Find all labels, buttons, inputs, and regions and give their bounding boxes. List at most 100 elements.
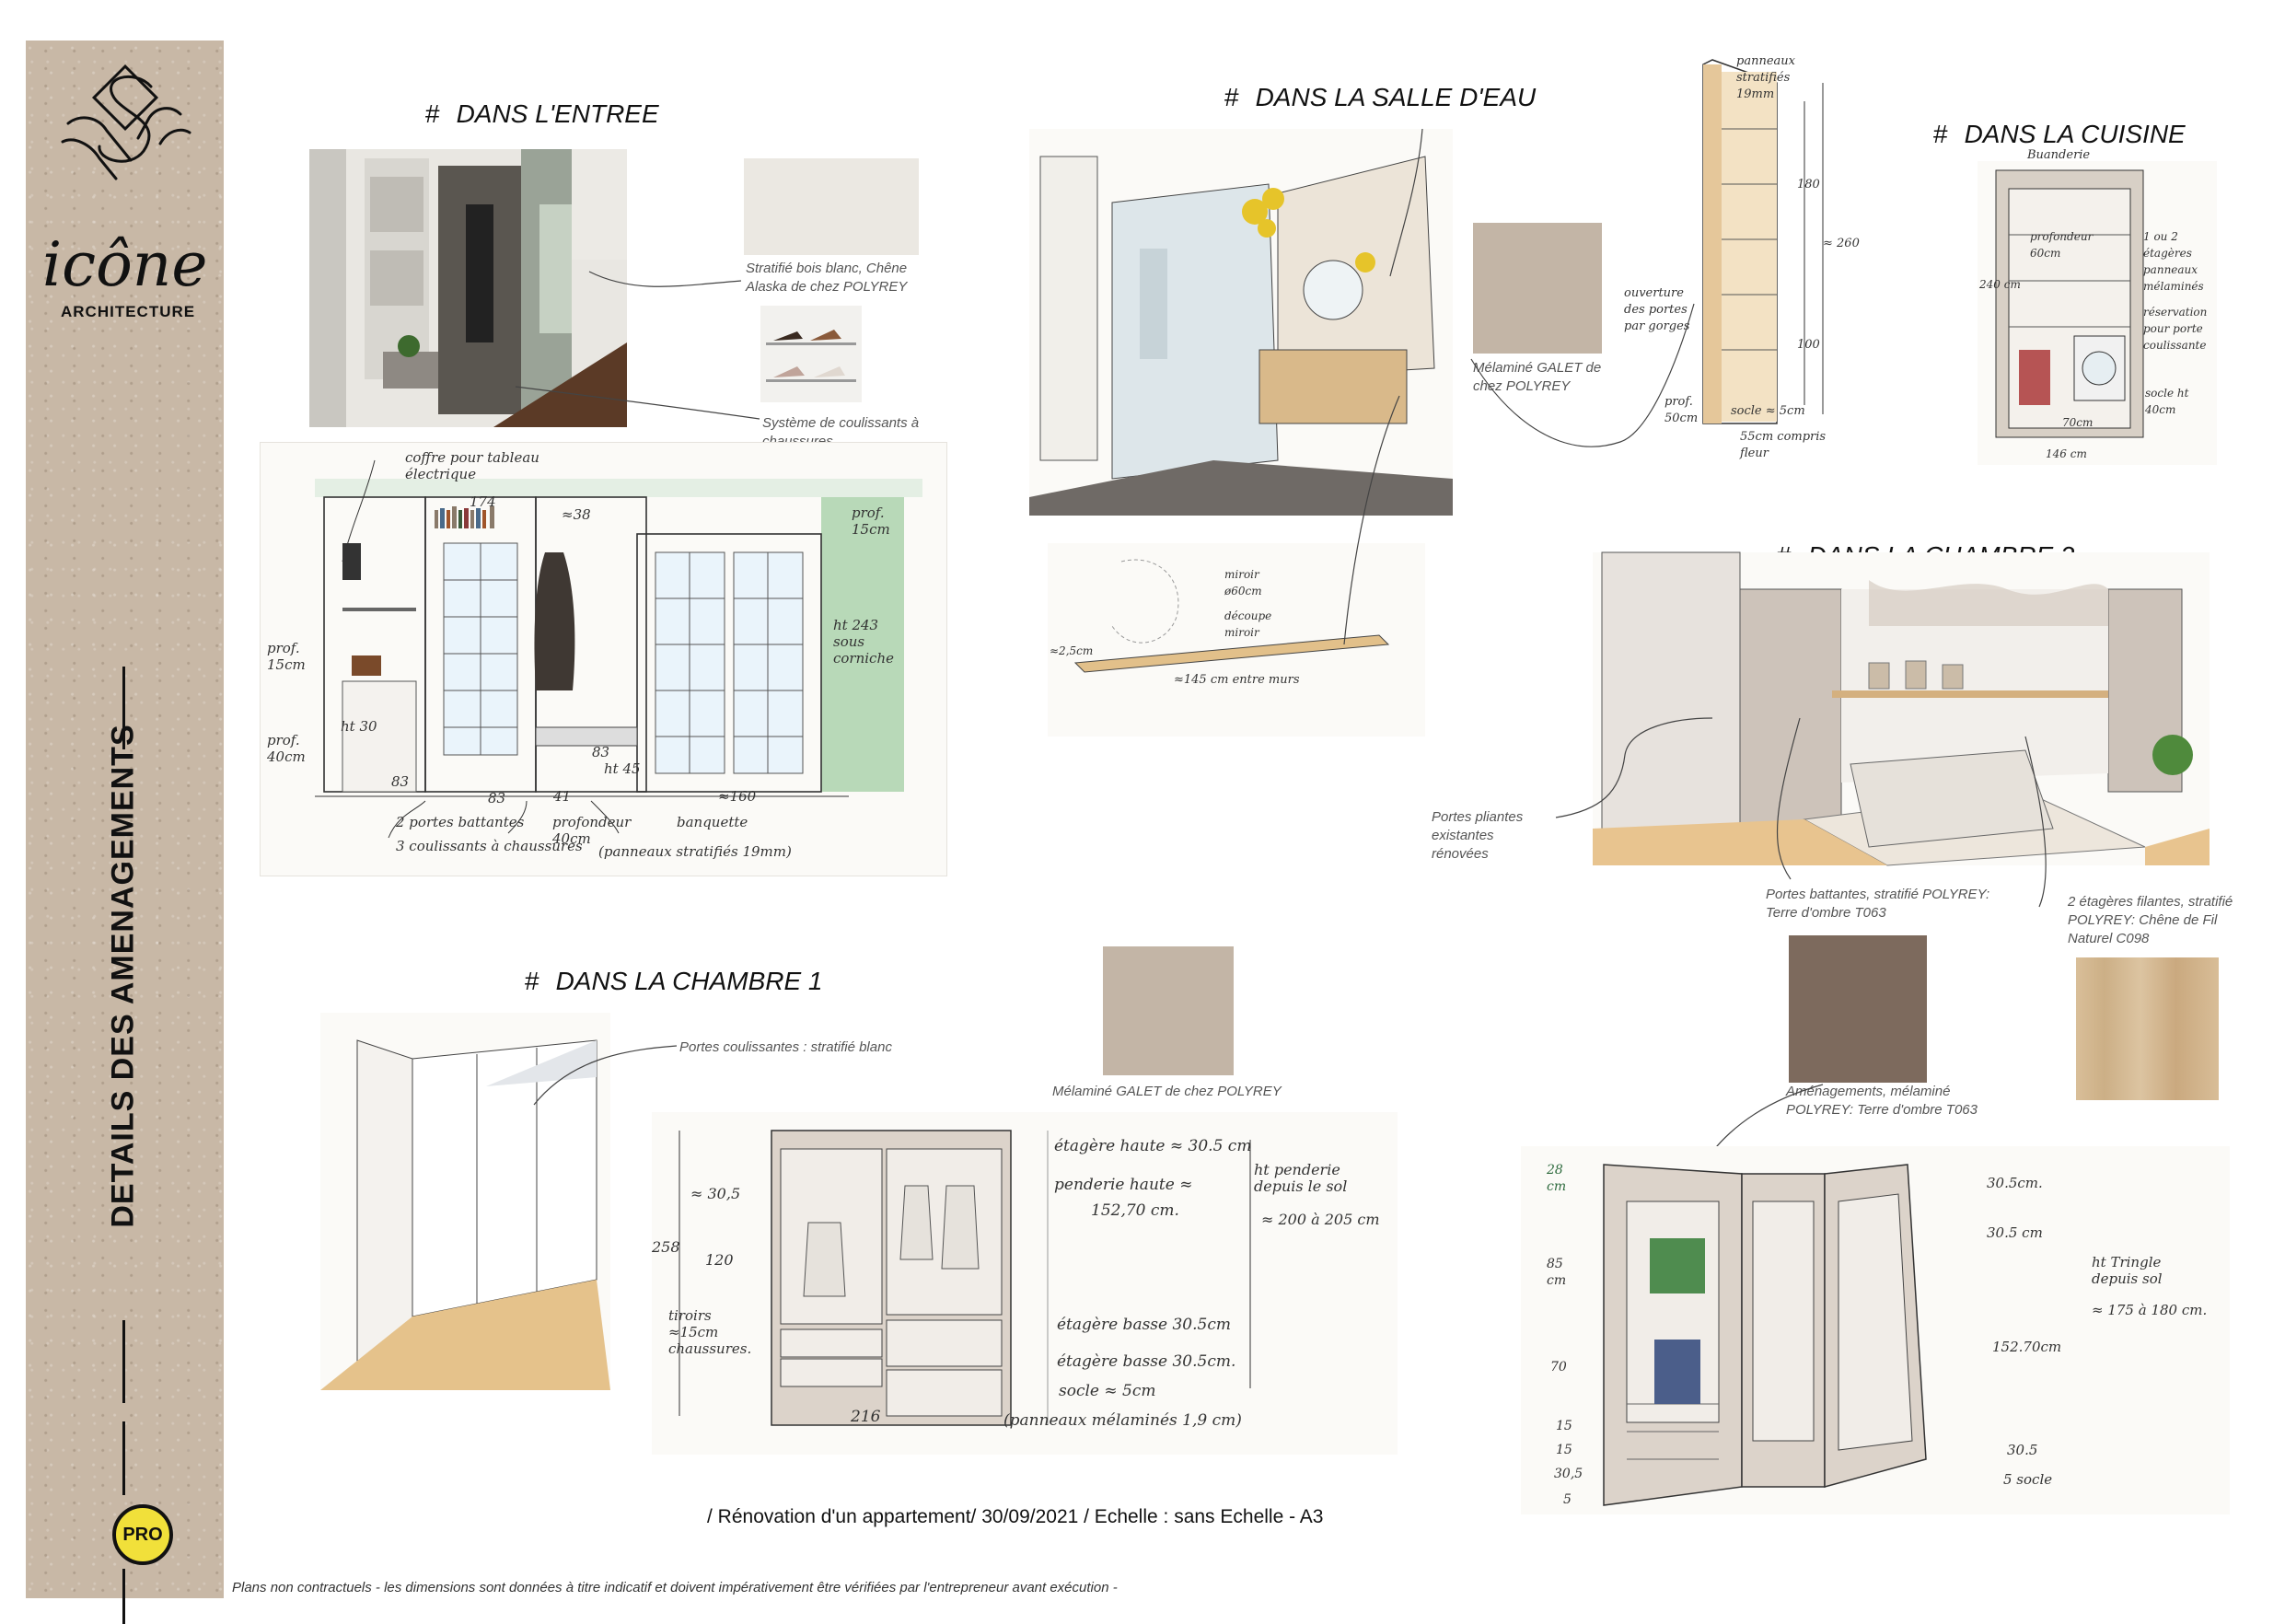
hw-c2-d152: 152.70cm xyxy=(1992,1339,2062,1355)
hw-d100: 100 xyxy=(1797,338,1820,352)
hw-55cm: 55cm compris fleur xyxy=(1740,430,1827,460)
hw-c1-etagere-basse2: étagère basse 30.5cm. xyxy=(1057,1352,1236,1371)
salle-eau-shelf-drawing xyxy=(1048,543,1425,737)
caption-salle-eau-melamine: Mélaminé GALET de chez POLYREY xyxy=(1473,360,1602,394)
hw-profondeur: profondeur 40cm xyxy=(552,814,632,847)
sidebar-divider-bottom xyxy=(122,1320,125,1403)
hw-d2: ≈2,5cm xyxy=(1050,644,1094,657)
hw-c2-d30a: 30,5 xyxy=(1554,1467,1583,1481)
hw-c1-tiroirs: tiroirs ≈15cm chaussures. xyxy=(668,1307,752,1357)
hw-coulissants: 3 coulissants à chaussures xyxy=(396,838,583,854)
hw-ht30: ht 30 xyxy=(341,718,377,735)
hw-c2-tringle: ht Tringle depuis sol xyxy=(2092,1254,2163,1287)
section-heading-entree: #DANS L'ENTREE xyxy=(425,99,659,128)
hw-c1-ht-penderie: ht penderie depuis le sol xyxy=(1254,1161,1348,1195)
caption-chambre2-etageres: 2 étagères filantes, stratifié POLYREY: … xyxy=(2068,894,2233,946)
caption-chambre2-amenagements: Aménagements, mélaminé POLYREY: Terre d'… xyxy=(1786,1084,1978,1118)
hw-d180: 180 xyxy=(1797,178,1820,191)
swatch-terre-ombre xyxy=(1789,935,1927,1083)
sidebar-divider-top xyxy=(122,667,125,749)
hw-cuisine-d70: 70cm xyxy=(2062,416,2094,429)
cuisine-buanderie-drawing xyxy=(1978,161,2217,465)
hw-c1-socle: socle ≈ 5cm xyxy=(1059,1382,1156,1400)
hw-ht243: ht 243 sous corniche xyxy=(833,617,894,667)
hw-c1-penderie-haute: penderie haute ≈ xyxy=(1054,1176,1193,1194)
section-heading-cuisine: #DANS LA CUISINE xyxy=(1933,120,2186,148)
hw-panneaux: (panneaux stratifiés 19mm) xyxy=(598,843,792,860)
chambre2-render-image xyxy=(1593,551,2210,866)
hw-c2-socle: 5 socle xyxy=(2003,1471,2053,1488)
sidebar-divider-badge xyxy=(122,1421,125,1495)
hw-socle-5: socle ≈ 5cm xyxy=(1731,404,1805,418)
hw-cuisine-etageres: 1 ou 2 étagères panneaux mélaminés xyxy=(2143,230,2204,293)
hw-cuisine-socle: socle ht 40cm xyxy=(2145,387,2189,416)
entree-render-image xyxy=(309,149,627,427)
entree-elevation-drawing xyxy=(315,459,922,839)
hw-d260: ≈ 260 xyxy=(1823,237,1860,250)
hw-cuisine-reservation: réservation pour porte coulissante xyxy=(2143,306,2208,352)
brand-logo-text: icône xyxy=(42,229,208,300)
hw-d83a: 83 xyxy=(391,773,410,790)
hw-banquette: banquette xyxy=(677,814,748,830)
hw-c1-d258: 258 xyxy=(652,1238,680,1256)
hw-portes: 2 portes battantes xyxy=(396,814,525,830)
hw-c1-etagere-haute: étagère haute ≈ 30.5 cm xyxy=(1054,1137,1252,1155)
hw-prof40: prof. 40cm xyxy=(267,732,306,765)
hw-ouverture: ouverture des portes par gorges xyxy=(1624,286,1690,333)
hw-miroir: miroir ø60cm xyxy=(1224,568,1262,597)
hw-d174: 174 xyxy=(470,493,496,510)
caption-chambre1-portes: Portes coulissantes : stratifié blanc xyxy=(679,1039,892,1055)
swatch-galet-salle-eau xyxy=(1473,223,1602,354)
disclaimer-text: Plans non contractuels - les dimensions … xyxy=(232,1580,1118,1595)
hw-prof-top: prof. 15cm xyxy=(852,505,890,538)
project-info-line: / Rénovation d'un appartement/ 30/09/202… xyxy=(707,1506,1324,1527)
hw-d83b: 83 xyxy=(488,790,506,806)
salle-eau-render-image xyxy=(1029,129,1453,516)
hw-d38: ≈38 xyxy=(562,506,591,523)
hw-c1-penderie-val: 152,70 cm. xyxy=(1091,1201,1179,1220)
logo-mark-icon xyxy=(61,64,191,180)
hw-buanderie: Buanderie xyxy=(2027,148,2091,162)
chambre2-wardrobe-drawing xyxy=(1521,1146,2230,1514)
sidebar-divider-end xyxy=(122,1569,125,1624)
hw-c1-d216: 216 xyxy=(851,1408,881,1426)
sidebar-panel: icône ARCHITECTURE PRO xyxy=(26,41,224,1624)
hw-c1-d120: 120 xyxy=(705,1251,734,1269)
salle-eau-tall-cabinet-drawing xyxy=(1620,46,1860,460)
hw-cuisine-d146: 146 cm xyxy=(2046,447,2087,460)
brand-subtitle: ARCHITECTURE xyxy=(61,303,196,320)
hw-coffre: coffre pour tableau électrique xyxy=(405,449,539,482)
hw-c2-d305a: 30.5cm. xyxy=(1987,1175,2043,1191)
caption-chambre1-melamine: Mélaminé GALET de chez POLYREY xyxy=(1052,1084,1282,1099)
hw-panneaux-strat: panneaux stratifiés 19mm xyxy=(1736,54,1795,101)
hw-c2-d5: 5 xyxy=(1563,1492,1572,1507)
hw-c2-d15a: 15 xyxy=(1556,1419,1572,1433)
hw-prof-50: prof. 50cm xyxy=(1664,395,1699,425)
caption-entree-stratifie: Stratifié bois blanc, Chêne Alaska de ch… xyxy=(746,261,908,295)
hw-c2-d15b: 15 xyxy=(1556,1443,1572,1457)
hw-c1-etagere-basse1: étagère basse 30.5cm xyxy=(1057,1316,1231,1334)
hw-c2-tringle-val: ≈ 175 à 180 cm. xyxy=(2092,1302,2208,1318)
hw-c2-d70: 70 xyxy=(1550,1360,1567,1375)
swatch-chene-fil xyxy=(2076,957,2219,1100)
section-heading-chambre1: #DANS LA CHAMBRE 1 xyxy=(525,967,823,995)
hw-d83c: 83 xyxy=(592,744,610,760)
hw-cuisine-profondeur: profondeur 60cm xyxy=(2030,230,2094,260)
hw-cuisine-d240: 240 cm xyxy=(1979,278,2021,291)
hw-d160: ≈160 xyxy=(718,788,757,805)
chambre1-render-image xyxy=(320,1013,610,1390)
hw-c1-d30: ≈ 30,5 xyxy=(690,1185,741,1202)
hw-decoupe: découpe miroir xyxy=(1224,609,1272,639)
hw-ht45: ht 45 xyxy=(604,760,641,777)
hw-prof15: prof. 15cm xyxy=(267,640,306,673)
hw-d145: ≈145 cm entre murs xyxy=(1174,673,1300,687)
hw-c2-d305c: 30.5 xyxy=(2007,1442,2038,1458)
shoe-rack-photo xyxy=(760,306,862,402)
swatch-alaska xyxy=(744,158,919,255)
caption-chambre2-portes-battantes: Portes battantes, stratifié POLYREY: Ter… xyxy=(1766,887,1990,921)
hw-d41: 41 xyxy=(553,788,572,805)
hw-c1-ht-val: ≈ 200 à 205 cm xyxy=(1261,1211,1380,1228)
